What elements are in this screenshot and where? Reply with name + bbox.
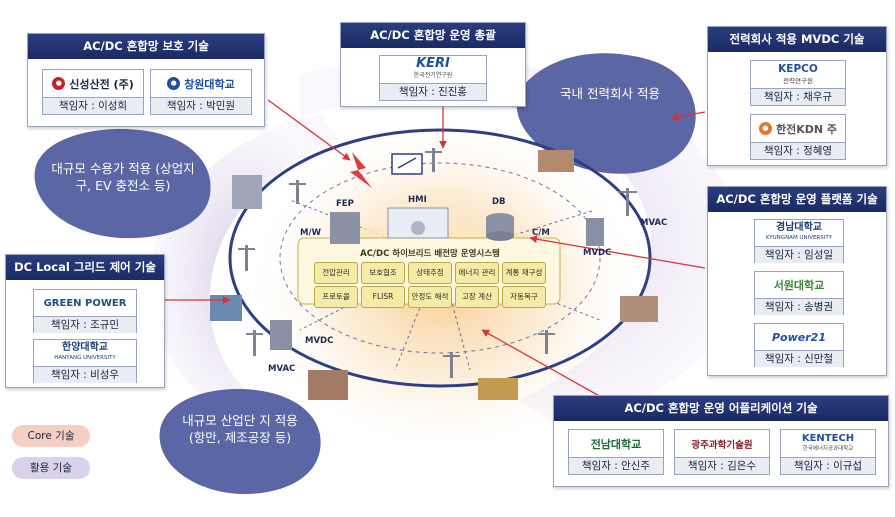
org-responsible: 책임자 : 송병권: [755, 298, 843, 315]
switch-symbol: [391, 153, 423, 175]
function-protection: 보호협조: [361, 262, 405, 284]
org-responsible: 책임자 : 안신주: [569, 457, 663, 474]
panel-dc-local-control: DC Local 그리드 제어 기술 GREEN POWER 책임자 : 조규민…: [5, 254, 165, 388]
panel-title: AC/DC 혼합망 운영 플랫폼 기술: [708, 187, 886, 212]
org-badge-icon: ●: [167, 77, 181, 90]
function-reconfiguration: 계통 재구성: [502, 262, 546, 284]
org-card: ●신성산전 (주) 책임자 : 이성희: [42, 69, 144, 115]
org-responsible: 책임자 : 조규민: [34, 316, 136, 333]
org-badge-icon: ●: [758, 122, 772, 135]
comm-ring: [279, 162, 601, 354]
org-card: KENTECH 한국에너지공과대학교 책임자 : 이규섭: [780, 429, 876, 475]
legend-core: Core 기술: [12, 425, 90, 447]
org-card: KEPCO 전력연구원 책임자 : 채우규: [750, 60, 846, 106]
label-mvac-right: MVAC: [640, 218, 668, 228]
org-responsible: 책임자 : 신만철: [755, 350, 843, 367]
function-protocol: 프로토콜: [314, 286, 358, 308]
module-cm: C/M: [532, 228, 550, 238]
legend-applied: 활용 기술: [12, 457, 90, 479]
org-logo: 서원대학교: [773, 279, 825, 292]
module-mw: M/W: [300, 228, 321, 238]
org-responsible: 책임자 : 김은수: [675, 457, 769, 474]
org-logo: ●창원대학교: [151, 70, 251, 97]
label-mvac-left: MVAC: [268, 364, 296, 374]
org-card: 경남대학교 KYUNGNAM UNIVERSITY 책임자 : 임성일: [754, 219, 844, 263]
fault-icon: [350, 152, 372, 188]
org-card: 광주과학기술원 책임자 : 김은수: [674, 429, 770, 475]
org-responsible: 책임자 : 정혜영: [751, 142, 845, 159]
grid-assets: [210, 148, 658, 400]
panel-title: AC/DC 혼합망 운영 어플리케이션 기술: [554, 396, 888, 421]
org-logo: ●신성산전 (주): [43, 70, 143, 97]
blob-large-customer: [34, 129, 211, 239]
org-logo: ●한전KDN 주: [751, 115, 845, 142]
blob-label-domestic-utility: 국내 전력회사 적용: [560, 86, 660, 101]
panel-operation-lead: AC/DC 혼합망 운영 총괄 KERI 한국전기연구원 책임자 : 진진홍: [340, 22, 526, 107]
org-card: KERI 한국전기연구원 책임자 : 진진홍: [379, 55, 487, 101]
org-card: GREEN POWER 책임자 : 조규민: [33, 289, 137, 333]
panel-title: DC Local 그리드 제어 기술: [6, 255, 164, 280]
blob-label-large-customer: 대규모 수용가 적용 (상업지구, EV 충전소 등): [51, 161, 195, 193]
org-responsible: 책임자 : 박민원: [151, 97, 251, 114]
org-card: ●한전KDN 주 책임자 : 정혜영: [750, 114, 846, 160]
module-hmi: HMI: [408, 195, 427, 205]
panel-utility-mvdc: 전력회사 적용 MVDC 기술 KEPCO 전력연구원 책임자 : 채우규 ●한…: [707, 26, 887, 166]
org-responsible: 책임자 : 진진홍: [380, 83, 486, 100]
org-responsible: 책임자 : 이성희: [43, 97, 143, 114]
blob-domestic-utility: [516, 53, 696, 174]
server-icon: [330, 212, 360, 244]
org-responsible: 책임자 : 이규섭: [781, 457, 875, 474]
org-logo: 전남대학교: [590, 437, 642, 451]
org-card: 전남대학교 책임자 : 안신주: [568, 429, 664, 475]
org-card: 서원대학교 책임자 : 송병권: [754, 271, 844, 315]
connector-arrows: [165, 99, 706, 403]
function-energy-mgmt: 에너지 관리: [455, 262, 499, 284]
panel-title: 전력회사 적용 MVDC 기술: [708, 27, 886, 52]
org-logo: 광주과학기술원: [691, 439, 753, 451]
org-responsible: 책임자 : 채우규: [751, 88, 845, 105]
panel-operation-platform: AC/DC 혼합망 운영 플랫폼 기술 경남대학교 KYUNGNAM UNIVE…: [707, 186, 887, 376]
org-badge-icon: ●: [52, 77, 66, 90]
panel-protection-tech: AC/DC 혼합망 보호 기술 ●신성산전 (주) 책임자 : 이성희 ●창원대…: [27, 33, 265, 127]
panel-title: AC/DC 혼합망 운영 총괄: [341, 23, 525, 48]
function-fault-calc: 고장 계산: [455, 286, 499, 308]
ops-system-title: AC/DC 하이브리드 배전망 운영시스템: [360, 249, 500, 259]
function-auto-restore: 자동복구: [502, 286, 546, 308]
org-logo: 한양대학교 HANYANG UNIVERSITY: [54, 342, 116, 361]
function-voltage-mgmt: 전압관리: [314, 262, 358, 284]
panel-operation-application: AC/DC 혼합망 운영 어플리케이션 기술 전남대학교 책임자 : 안신주 광…: [553, 395, 889, 487]
blob-label-industrial: 내규모 산업단 지 적용 (항만, 제조공장 등): [182, 413, 298, 445]
org-card: ●창원대학교 책임자 : 박민원: [150, 69, 252, 115]
org-logo: KERI 한국전기연구원: [413, 56, 453, 79]
function-state-estimation: 상태추정: [408, 262, 452, 284]
org-responsible: 책임자 : 임성일: [755, 246, 843, 263]
org-logo: KEPCO 전력연구원: [778, 62, 818, 85]
org-responsible: 책임자 : 비성우: [34, 366, 136, 383]
org-logo: KENTECH 한국에너지공과대학교: [801, 432, 855, 452]
function-stability: 안정도 해석: [408, 286, 452, 308]
panel-title: AC/DC 혼합망 보호 기술: [28, 34, 264, 59]
org-logo: GREEN POWER: [43, 297, 127, 309]
module-db: DB: [492, 197, 506, 207]
org-card: Power21 책임자 : 신만철: [754, 323, 844, 367]
function-flisr: FLISR: [361, 286, 405, 308]
module-fep: FEP: [336, 199, 354, 209]
blob-industrial: [159, 389, 321, 495]
org-card: 한양대학교 HANYANG UNIVERSITY 책임자 : 비성우: [33, 339, 137, 383]
org-logo: Power21: [772, 330, 826, 344]
label-mvdc-right: MVDC: [583, 248, 612, 258]
label-mvdc-left: MVDC: [305, 336, 334, 346]
org-logo: 경남대학교 KYUNGNAM UNIVERSITY: [765, 222, 833, 241]
